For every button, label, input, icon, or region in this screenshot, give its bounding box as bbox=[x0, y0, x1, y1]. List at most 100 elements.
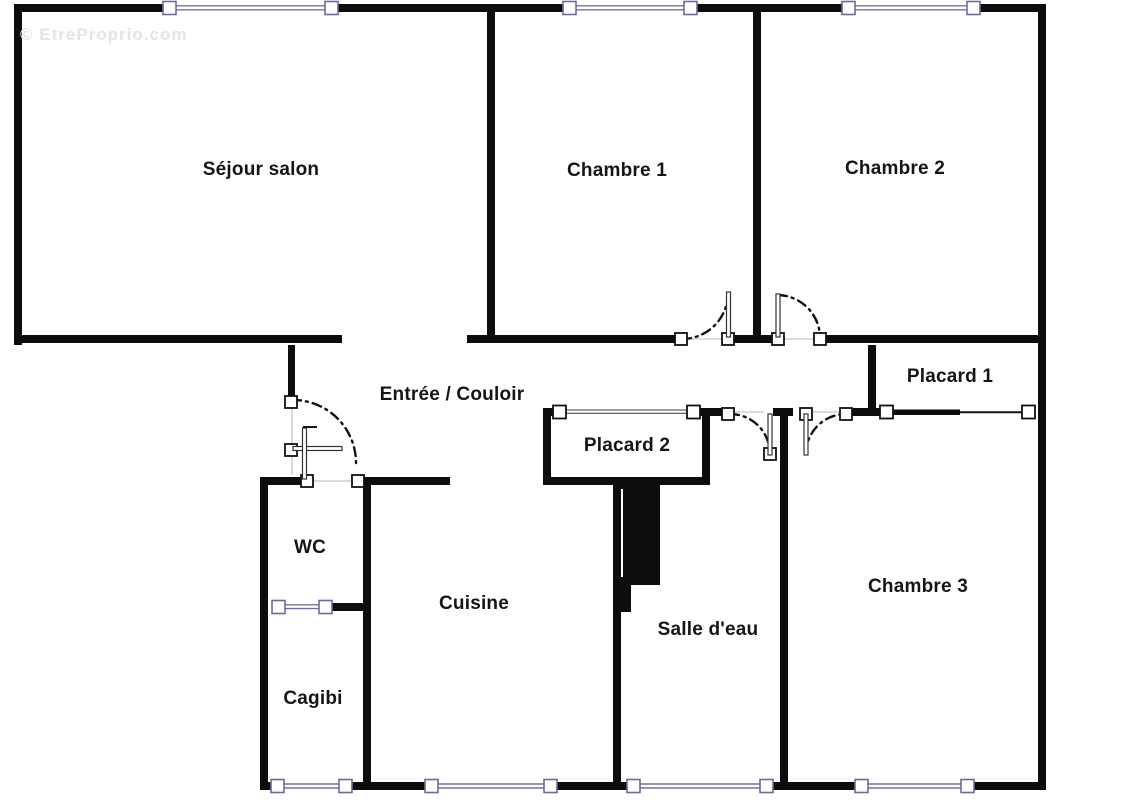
window-handle bbox=[338, 778, 353, 794]
walls bbox=[14, 4, 1046, 790]
window-handle bbox=[759, 778, 774, 794]
wall-wc-cagibi bbox=[331, 603, 371, 611]
window-salledeau bbox=[626, 778, 774, 794]
placard2-slide-lines bbox=[566, 409, 687, 414]
wall-sejour-bottom bbox=[14, 335, 342, 343]
room-label-sejour: Séjour salon bbox=[202, 159, 320, 180]
door-swing-arc bbox=[680, 291, 730, 341]
window-gap bbox=[844, 4, 979, 12]
placard1-handle bbox=[1021, 404, 1036, 420]
room-label-cuisine: Cuisine bbox=[438, 593, 510, 614]
wall-placard1-left bbox=[868, 345, 876, 412]
windows bbox=[162, 0, 981, 794]
window-handle bbox=[966, 0, 981, 16]
placard2-handle bbox=[552, 404, 567, 420]
window-handle bbox=[543, 778, 558, 794]
window-glass bbox=[278, 604, 325, 610]
door-chambre3 bbox=[799, 407, 853, 456]
room-label-placard1: Placard 1 bbox=[906, 366, 994, 387]
door-chambre2 bbox=[771, 293, 827, 346]
window-handle bbox=[562, 0, 577, 16]
door-swing-arc bbox=[290, 398, 358, 466]
door-leaf bbox=[301, 427, 308, 480]
window-handle bbox=[271, 599, 286, 615]
window-handle bbox=[318, 599, 333, 615]
duct-shaft-leg bbox=[617, 585, 631, 612]
wall-sejour-chambre1 bbox=[487, 4, 495, 343]
opening-guides bbox=[291, 338, 840, 482]
wall-placard2-bottom bbox=[543, 477, 710, 485]
door-hinge-square bbox=[284, 395, 298, 409]
window-glass bbox=[431, 783, 550, 789]
room-label-placard2: Placard 2 bbox=[583, 435, 671, 456]
door-swing-arc bbox=[776, 293, 822, 341]
closet-doors bbox=[552, 404, 1036, 420]
window-cuisine bbox=[424, 778, 558, 794]
door-hinge-square bbox=[721, 407, 735, 421]
window-handle bbox=[960, 778, 975, 794]
room-label-chambre3: Chambre 3 bbox=[867, 576, 969, 597]
window-glass bbox=[277, 783, 345, 789]
wall-wc-left bbox=[260, 477, 268, 790]
wall-wc-top bbox=[260, 477, 302, 485]
window-gap bbox=[565, 4, 696, 12]
wall-corridor-a bbox=[700, 408, 728, 416]
window-gap bbox=[273, 782, 343, 790]
window-handle bbox=[270, 778, 285, 794]
room-label-chambre2: Chambre 2 bbox=[844, 158, 946, 179]
door-chambre1 bbox=[674, 291, 735, 346]
wall-cuisine-salledeau bbox=[613, 483, 621, 790]
window-gap bbox=[857, 782, 965, 790]
wall-chambre3-left bbox=[780, 412, 788, 790]
wall-placard2-top-l bbox=[543, 408, 555, 416]
window-handle bbox=[683, 0, 698, 16]
wall-right bbox=[1038, 4, 1046, 790]
door-stop-square bbox=[674, 332, 688, 346]
placard1-handle bbox=[879, 404, 894, 420]
wall-top bbox=[14, 4, 1046, 12]
room-label-entree: Entrée / Couloir bbox=[379, 384, 525, 405]
window-gap bbox=[427, 782, 546, 790]
placard1-slide-panel bbox=[893, 409, 960, 415]
door-leaf bbox=[725, 291, 732, 338]
window-sejour bbox=[162, 0, 339, 16]
doors bbox=[284, 291, 853, 488]
door-leaf bbox=[292, 445, 343, 452]
window-chambre3 bbox=[854, 778, 975, 794]
room-label-wc: WC bbox=[293, 537, 327, 558]
window-chambre2 bbox=[841, 0, 981, 16]
window-chambre1 bbox=[562, 0, 698, 16]
wall-wc-cuisine bbox=[363, 477, 371, 790]
window-handle bbox=[854, 778, 869, 794]
window-glass bbox=[169, 5, 331, 11]
window-glass bbox=[633, 783, 766, 789]
wall-corridor-b bbox=[773, 408, 793, 416]
window-glass bbox=[848, 5, 973, 11]
window-gap bbox=[165, 4, 331, 12]
wall-corridor-c bbox=[846, 408, 880, 416]
door-leaf bbox=[775, 293, 781, 338]
window-glass bbox=[861, 783, 967, 789]
window-handle bbox=[324, 0, 339, 16]
placard2-handle bbox=[686, 404, 701, 420]
door-stop-square bbox=[351, 474, 365, 488]
wall-entry-stub bbox=[288, 345, 295, 402]
wall-placard2-left bbox=[543, 408, 551, 485]
duct-shaft bbox=[613, 483, 660, 585]
duct-highlight bbox=[621, 489, 623, 577]
door-stop-square bbox=[839, 407, 853, 421]
wall-bedrooms-bottom-c bbox=[820, 335, 1046, 343]
watermark: © EtreProprio.com bbox=[20, 25, 188, 44]
wall-cuisine-top bbox=[371, 477, 450, 485]
window-gap bbox=[629, 782, 762, 790]
window-glass bbox=[569, 5, 690, 11]
wall-chambre1-chambre2 bbox=[753, 4, 761, 343]
window-wc-cagibi bbox=[271, 599, 333, 615]
window-handle bbox=[626, 778, 641, 794]
wall-placard2-right bbox=[702, 408, 710, 485]
window-cagibi bbox=[270, 778, 353, 794]
room-label-chambre1: Chambre 1 bbox=[566, 160, 668, 181]
window-handle bbox=[424, 778, 439, 794]
